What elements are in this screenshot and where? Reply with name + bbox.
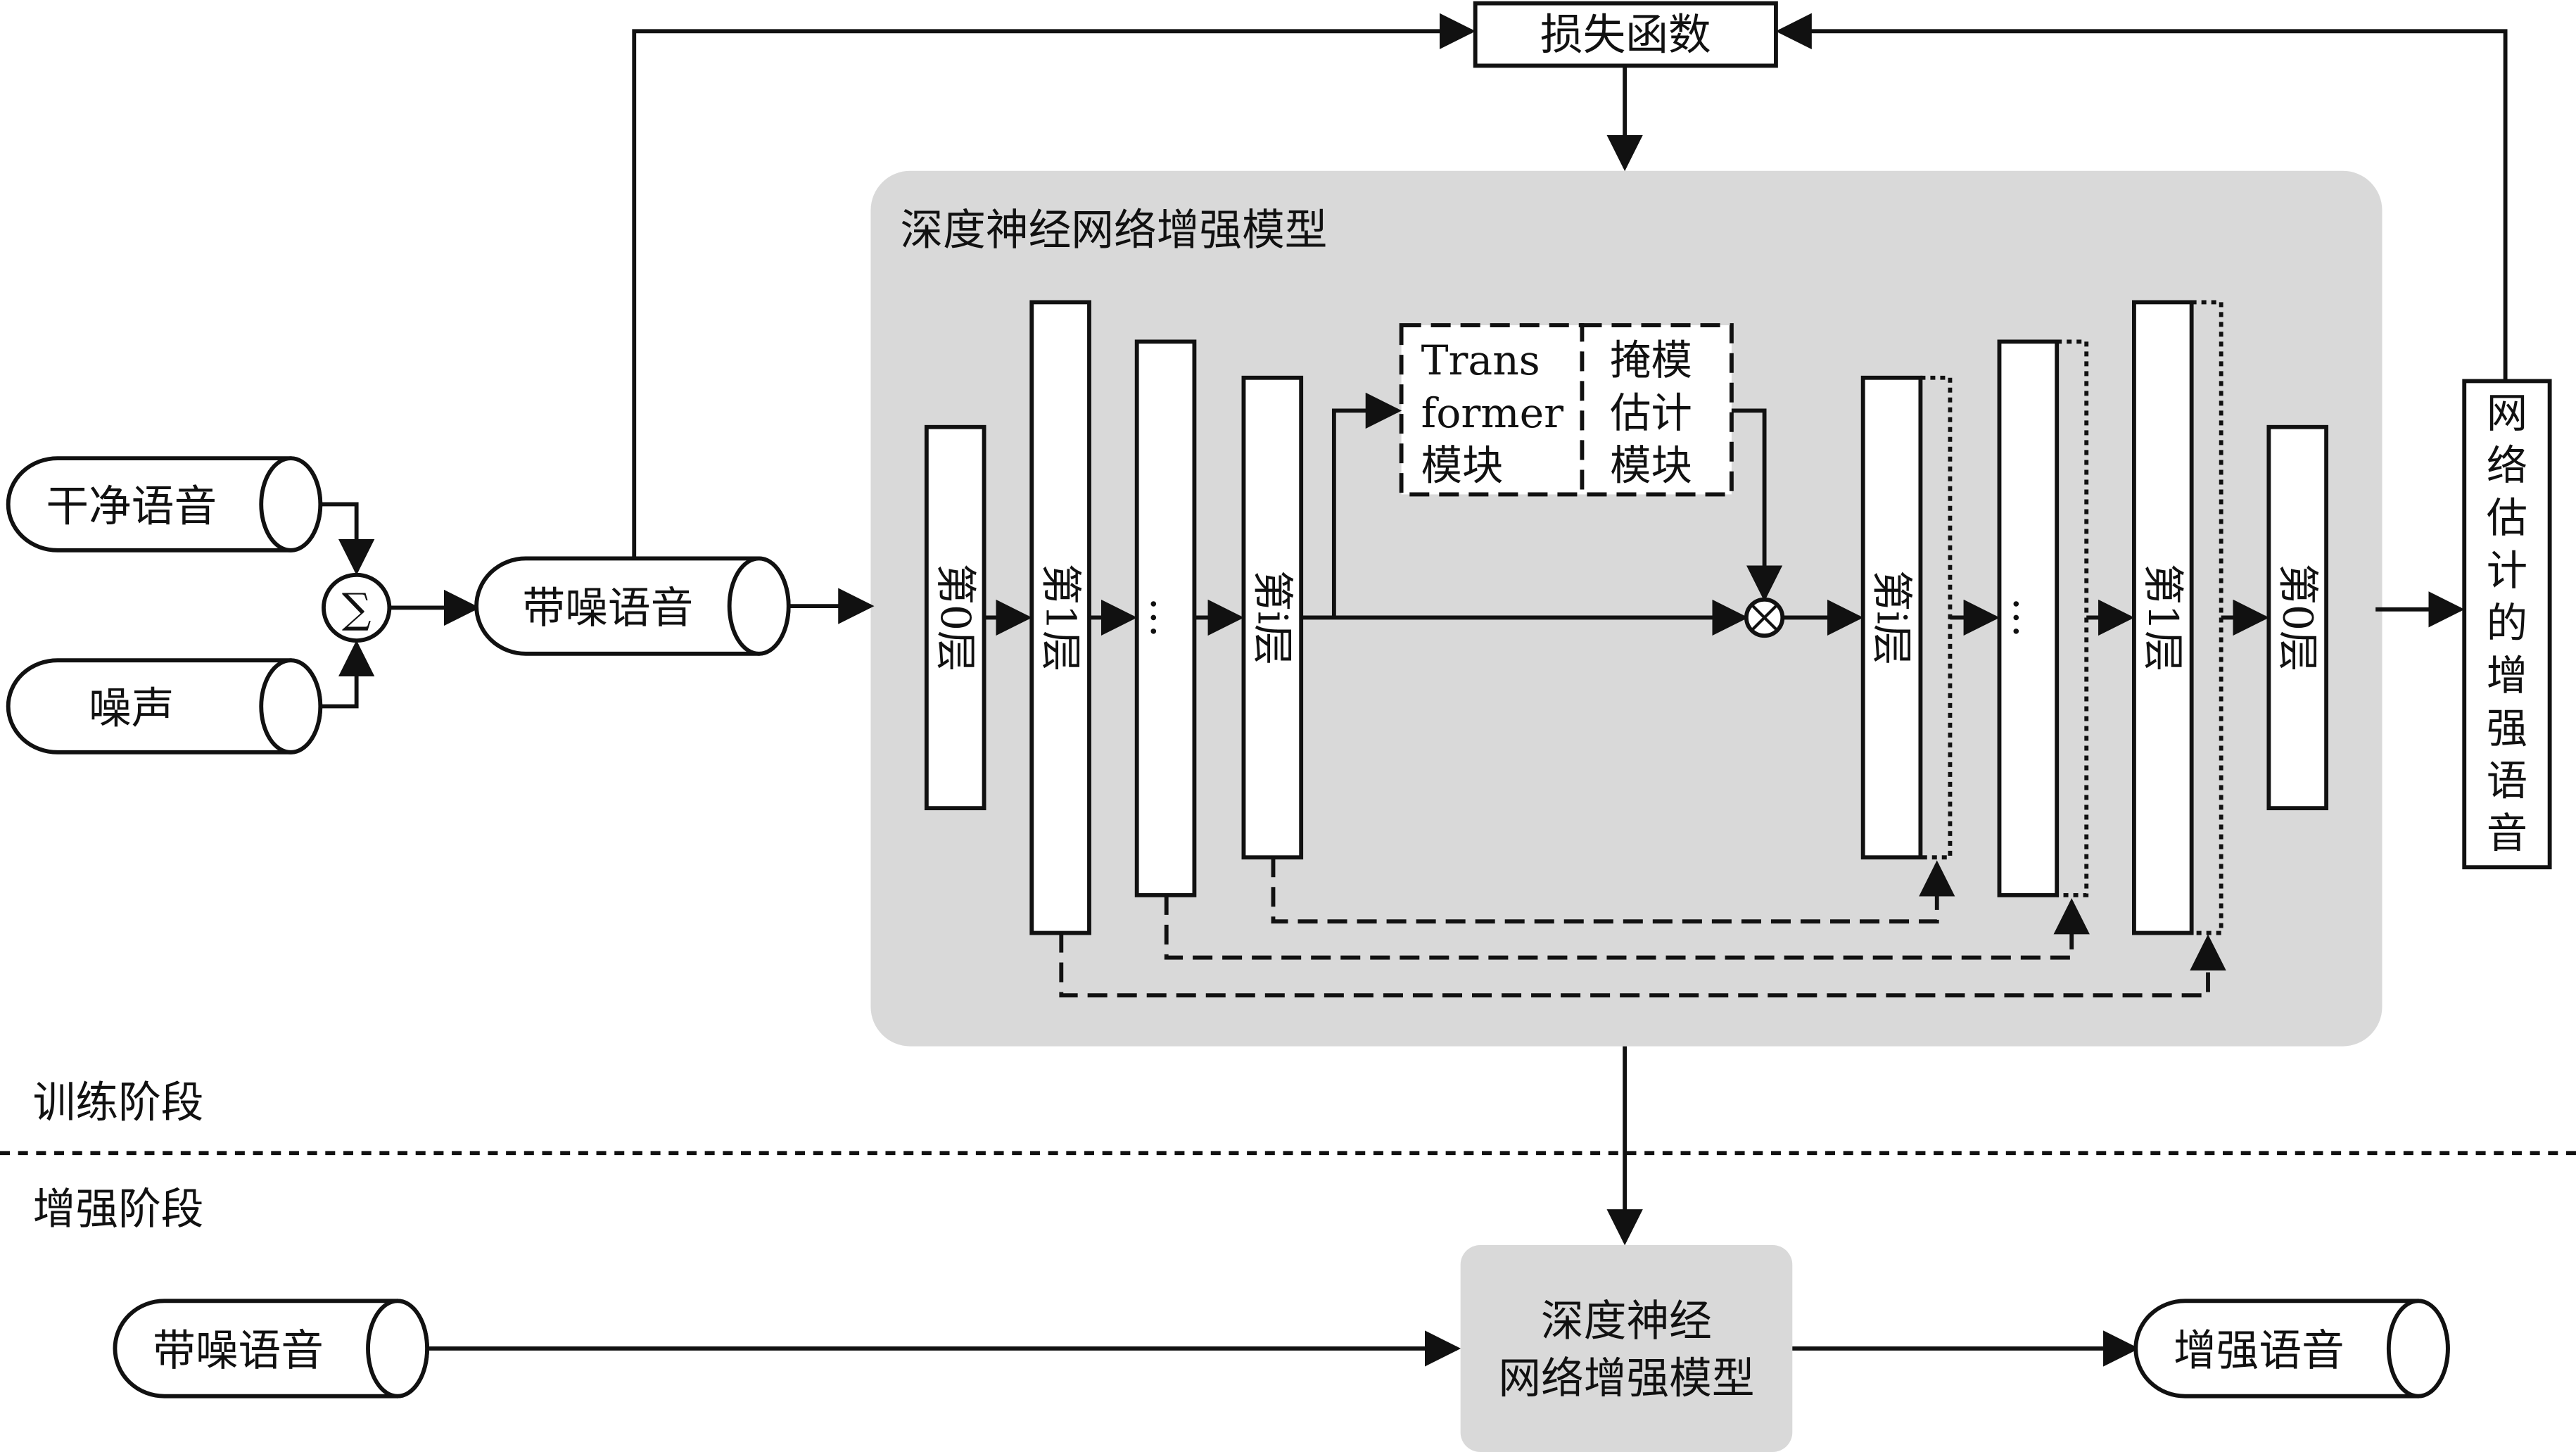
svg-text:估计: 估计 (1610, 389, 1692, 437)
network-enhanced-speech-box: 网 络 估 计 的 增 强 语 音 (2462, 379, 2552, 870)
sum-node: ∑ (322, 572, 392, 643)
svg-text:损失函数: 损失函数 (1540, 11, 1711, 60)
mask-to-multiply-arrow (1731, 408, 1783, 602)
decoder-layer-i: 第i层 (1860, 375, 1923, 860)
training-stage-label: 训练阶段 (33, 1078, 204, 1128)
enhanced-speech-cylinder: 增强语音 (2133, 1299, 2450, 1399)
svg-text:估: 估 (2487, 494, 2527, 542)
svg-text:第1层: 第1层 (1036, 564, 1084, 672)
svg-text:计: 计 (2487, 547, 2527, 595)
svg-text:噪声: 噪声 (89, 684, 174, 733)
svg-text:强: 强 (2487, 705, 2527, 752)
svg-text:语: 语 (2487, 757, 2527, 805)
skip-connection-i (1271, 857, 1955, 924)
svg-text:第i层: 第i层 (1868, 570, 1916, 665)
noise-to-sum-arrow (320, 640, 375, 709)
svg-text:音: 音 (2487, 809, 2527, 857)
transformer-module: Trans former 模块 (1399, 323, 1585, 497)
svg-text:带噪语音: 带噪语音 (522, 583, 693, 633)
output-to-loss-arrow (1775, 13, 2508, 381)
enhancement-stage-label: 增强阶段 (33, 1185, 204, 1235)
skip-connection-ellipsis (1164, 895, 2090, 960)
noisy-speech-train-cylinder: 带噪语音 (474, 556, 791, 656)
decoder-layer-0: 第0层 (2266, 424, 2329, 811)
svg-text:…: … (1142, 597, 1190, 638)
noisy-to-loss-arrow (632, 13, 1476, 559)
svg-text:模块: 模块 (1610, 441, 1692, 489)
svg-text:第1层: 第1层 (2139, 564, 2187, 672)
skip-connection-1 (1059, 933, 2226, 998)
encoder-layer-ellipsis: … (1134, 339, 1197, 897)
svg-text:带噪语音: 带噪语音 (153, 1326, 324, 1375)
dnn-enhancement-model-box: 深度神经 网络增强模型 (1460, 1244, 1793, 1452)
svg-text:增: 增 (2487, 652, 2527, 700)
noisy-speech-enh-cylinder: 带噪语音 (113, 1299, 429, 1399)
svg-text:网络增强模型: 网络增强模型 (1498, 1354, 1754, 1403)
svg-text:former: former (1421, 389, 1564, 437)
encoder-layer-1: 第1层 (1029, 300, 1091, 935)
clean-to-sum-arrow (320, 502, 375, 576)
enci-to-transformer-arrow (1331, 392, 1402, 618)
multiply-node (1744, 597, 1785, 638)
svg-text:∑: ∑ (342, 584, 372, 632)
svg-text:干净语音: 干净语音 (46, 482, 217, 531)
svg-text:深度神经: 深度神经 (1541, 1296, 1712, 1346)
svg-text:第0层: 第0层 (932, 564, 979, 672)
svg-text:模块: 模块 (1421, 441, 1504, 489)
clean-speech-cylinder: 干净语音 (6, 456, 323, 553)
mask-estimation-module: 掩模 估计 模块 (1580, 323, 1734, 497)
svg-text:第i层: 第i层 (1248, 570, 1296, 665)
svg-text:Trans: Trans (1421, 336, 1540, 384)
encoder-layer-0: 第0层 (924, 424, 986, 811)
encoder-layer-i: 第i层 (1241, 375, 1304, 860)
loss-function-box: 损失函数 (1473, 1, 1778, 68)
decoder-layer-ellipsis: … (1997, 339, 2060, 897)
svg-text:的: 的 (2487, 599, 2527, 647)
noise-cylinder: 噪声 (6, 658, 323, 755)
decoder-layer-1: 第1层 (2132, 300, 2194, 935)
svg-text:掩模: 掩模 (1610, 336, 1692, 384)
svg-text:…: … (2004, 597, 2052, 638)
svg-text:络: 络 (2487, 441, 2527, 489)
svg-text:第0层: 第0层 (2273, 564, 2321, 672)
svg-text:网: 网 (2487, 389, 2527, 437)
dnn-panel-title: 深度神经网络增强模型 (900, 206, 1327, 255)
svg-text:增强语音: 增强语音 (2174, 1326, 2345, 1375)
